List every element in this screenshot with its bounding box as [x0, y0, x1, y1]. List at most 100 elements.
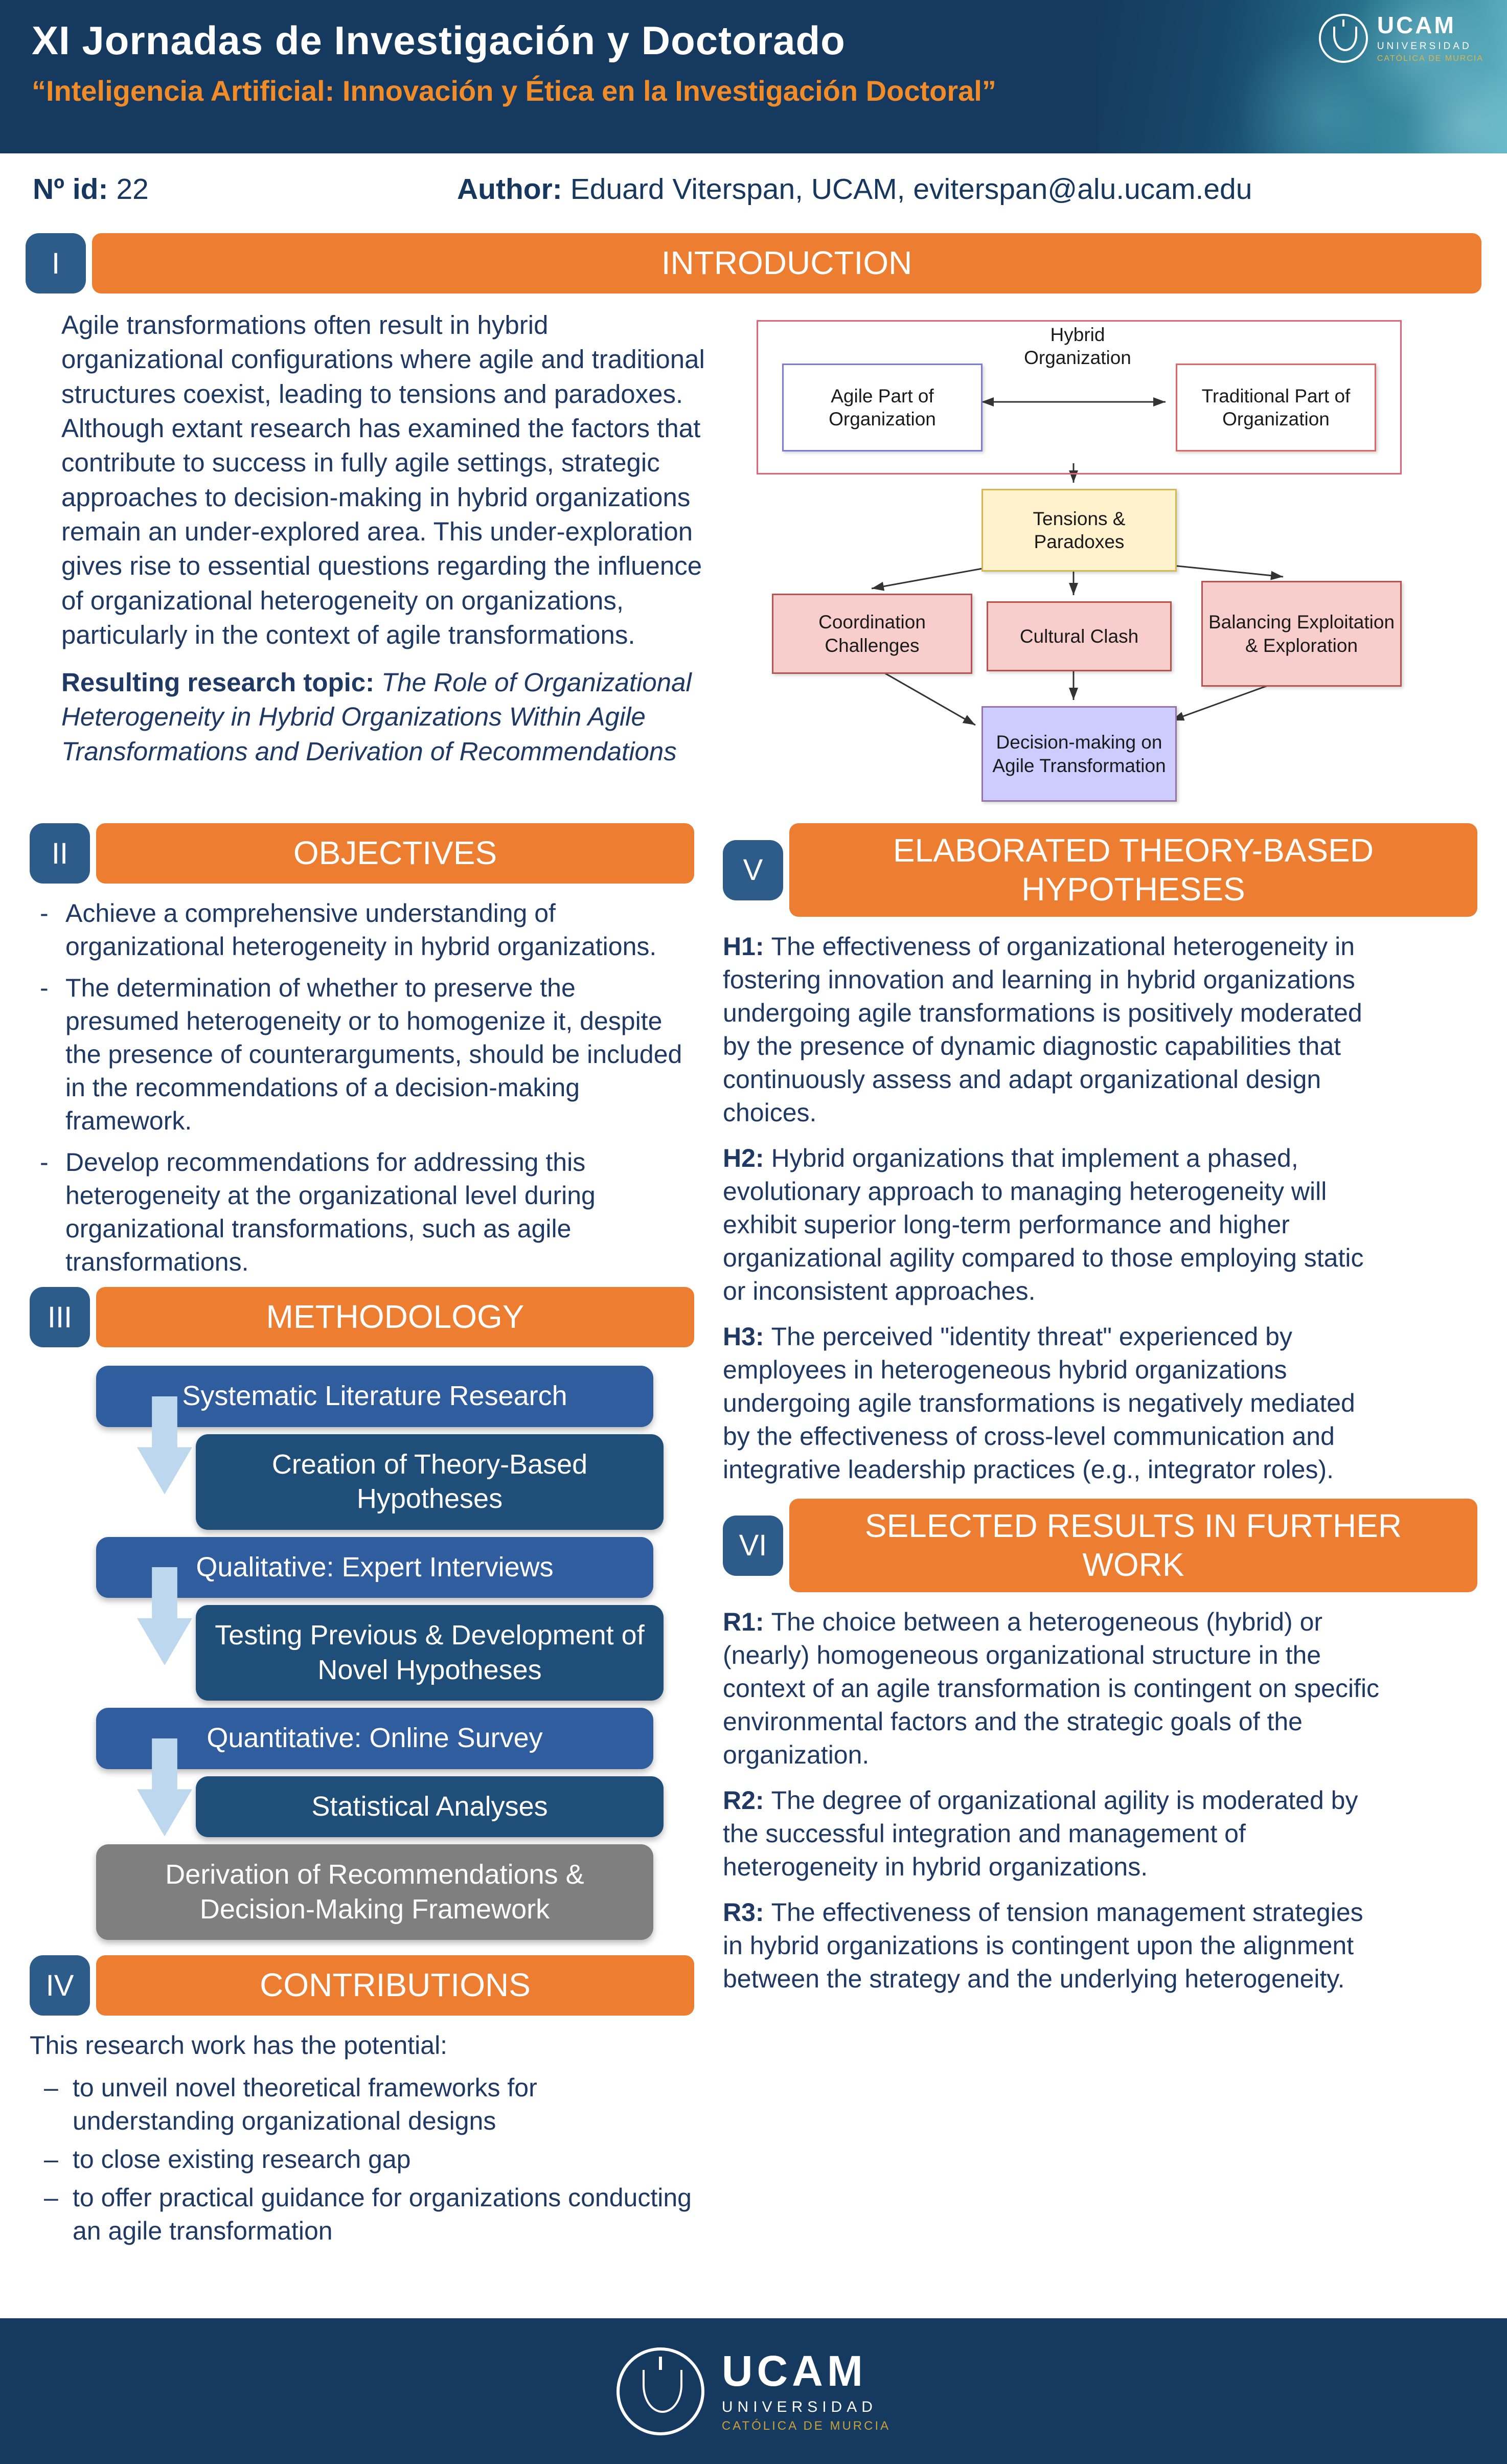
section-results-header: VI SELECTED RESULTS IN FURTHER WORK	[723, 1499, 1477, 1593]
footer: UCAM UNIVERSIDAD CATÓLICA DE MURCIA	[0, 2318, 1507, 2464]
objective-item: Develop recommendations for addressing t…	[37, 1146, 694, 1279]
ucam-emblem-icon	[616, 2347, 704, 2435]
section-contributions-header: IV CONTRIBUTIONS	[30, 1955, 694, 2016]
introduction-body: Agile transformations often result in hy…	[0, 305, 1507, 815]
methodology-flowchart: Systematic Literature Research Creation …	[96, 1366, 664, 1940]
contribution-item: to unveil novel theoretical frameworks f…	[44, 2071, 694, 2138]
hypothesis-h2: H2:Hybrid organizations that implement a…	[723, 1142, 1387, 1308]
introduction-paragraph: Agile transformations often result in hy…	[61, 310, 705, 649]
ucam-logo-name: UCAM	[721, 2346, 867, 2395]
objective-item: The determination of whether to preserve…	[37, 971, 694, 1138]
ucam-logo-line1: UNIVERSIDAD	[1377, 41, 1472, 52]
ucam-logo-line2: CATÓLICA DE MURCIA	[1377, 54, 1483, 63]
numeral-badge-ii: II	[30, 823, 90, 884]
hypothesis-h1: H1:The effectiveness of organizational h…	[723, 930, 1387, 1129]
r3-label: R3:	[723, 1898, 764, 1927]
ucam-logo-name: UCAM	[1377, 12, 1456, 38]
contribution-item: to offer practical guidance for organiza…	[44, 2181, 694, 2248]
meta-row: Nº id:22 Author:Eduard Viterspan, UCAM, …	[0, 153, 1507, 225]
section-title-methodology: METHODOLOGY	[96, 1287, 694, 1347]
h1-text: The effectiveness of organizational hete…	[723, 932, 1362, 1127]
left-column: II OBJECTIVES Achieve a comprehensive un…	[30, 815, 694, 2253]
section-title-hypotheses: ELABORATED THEORY-BASED HYPOTHESES	[789, 823, 1477, 917]
numeral-badge-iv: IV	[30, 1955, 90, 2016]
right-column: V ELABORATED THEORY-BASED HYPOTHESES H1:…	[723, 815, 1477, 2008]
numeral-badge-iii: III	[30, 1287, 90, 1347]
h2-text: Hybrid organizations that implement a ph…	[723, 1144, 1364, 1306]
r2-label: R2:	[723, 1786, 764, 1815]
content-columns: II OBJECTIVES Achieve a comprehensive un…	[0, 815, 1507, 2253]
research-topic-label: Resulting research topic:	[61, 668, 375, 697]
section-methodology-header: III METHODOLOGY	[30, 1287, 694, 1347]
h2-label: H2:	[723, 1144, 764, 1173]
result-r2: R2:The degree of organizational agility …	[723, 1784, 1387, 1884]
section-intro-header: I INTRODUCTION	[26, 233, 1481, 293]
node-tensions-paradoxes: Tensions & Paradoxes	[981, 489, 1177, 572]
result-r1: R1:The choice between a heterogeneous (h…	[723, 1606, 1387, 1772]
author-value: Eduard Viterspan, UCAM, eviterspan@alu.u…	[570, 173, 1252, 206]
hybrid-organization-diagram: Hybrid Organization Agile Part of Organi…	[741, 310, 1406, 802]
section-objectives-header: II OBJECTIVES	[30, 823, 694, 884]
objectives-list: Achieve a comprehensive understanding of…	[30, 897, 694, 1279]
ucam-logo-line1: UNIVERSIDAD	[721, 2398, 877, 2415]
id-value: 22	[116, 173, 149, 206]
author-line: Author:Eduard Viterspan, UCAM, eviterspa…	[457, 172, 1252, 206]
h3-text: The perceived "identity threat" experien…	[723, 1322, 1355, 1484]
introduction-text: Agile transformations often result in hy…	[61, 308, 705, 801]
method-step-theory-hypotheses: Creation of Theory-Based Hypotheses	[137, 1396, 664, 1530]
node-cultural-clash: Cultural Clash	[987, 601, 1172, 671]
ucam-emblem-icon	[1318, 14, 1368, 63]
method-step-literature-research: Systematic Literature Research	[96, 1366, 653, 1427]
research-topic-text: The Role of Organizational Heterogeneity…	[61, 668, 692, 766]
node-coordination-challenges: Coordination Challenges	[772, 594, 972, 674]
method-step-label: Creation of Theory-Based Hypotheses	[271, 1449, 588, 1514]
header: XI Jornadas de Investigación y Doctorado…	[0, 0, 1507, 153]
section-title-results: SELECTED RESULTS IN FURTHER WORK	[789, 1499, 1477, 1593]
node-agile-part: Agile Part of Organization	[782, 364, 983, 451]
r1-label: R1:	[723, 1608, 764, 1637]
section-title-objectives: OBJECTIVES	[96, 823, 694, 884]
method-step-online-survey: Quantitative: Online Survey	[96, 1708, 653, 1769]
hybrid-organization-frame	[757, 320, 1402, 474]
ucam-logo-line2: CATÓLICA DE MURCIA	[721, 2418, 891, 2433]
result-r3: R3:The effectiveness of tension manageme…	[723, 1896, 1387, 1996]
header-photo	[1098, 0, 1507, 153]
research-topic: Resulting research topic:The Role of Org…	[61, 665, 705, 768]
ucam-logo-text: UCAM UNIVERSIDAD CATÓLICA DE MURCIA	[1377, 13, 1483, 63]
h1-label: H1:	[723, 932, 764, 961]
ucam-logo-header: UCAM UNIVERSIDAD CATÓLICA DE MURCIA	[1318, 13, 1483, 63]
r3-text: The effectiveness of tension management …	[723, 1898, 1363, 1994]
section-hypotheses-header: V ELABORATED THEORY-BASED HYPOTHESES	[723, 823, 1477, 917]
hypothesis-h3: H3:The perceived "identity threat" exper…	[723, 1320, 1387, 1486]
node-balancing-exploitation-exploration: Balancing Exploitation & Exploration	[1201, 581, 1402, 687]
numeral-badge-v: V	[723, 840, 783, 900]
ucam-logo-footer: UCAM UNIVERSIDAD CATÓLICA DE MURCIA	[722, 2349, 890, 2433]
section-title-contributions: CONTRIBUTIONS	[96, 1955, 694, 2016]
method-step-testing-development: Testing Previous & Development of Novel …	[137, 1567, 664, 1701]
poster-subtitle: “Inteligencia Artificial: Innovación y É…	[32, 75, 996, 107]
contribution-item: to close existing research gap	[44, 2143, 694, 2176]
node-decision-making: Decision-making on Agile Transformation	[981, 706, 1177, 802]
header-text: XI Jornadas de Investigación y Doctorado…	[32, 17, 996, 107]
method-step-derivation-framework: Derivation of Recommendations & Decision…	[96, 1844, 653, 1940]
node-traditional-part: Traditional Part of Organization	[1176, 364, 1376, 451]
method-step-statistical-analyses: Statistical Analyses	[137, 1738, 664, 1837]
contributions-body: This research work has the potential: to…	[30, 2029, 694, 2248]
h3-label: H3:	[723, 1322, 764, 1351]
section-title-introduction: INTRODUCTION	[92, 233, 1481, 293]
node-hybrid-organization: Hybrid Organization	[1024, 324, 1131, 368]
objective-item: Achieve a comprehensive understanding of…	[37, 897, 694, 963]
results-body: R1:The choice between a heterogeneous (h…	[723, 1606, 1477, 1996]
hypotheses-body: H1:The effectiveness of organizational h…	[723, 930, 1477, 1486]
numeral-badge-i: I	[26, 233, 86, 293]
r1-text: The choice between a heterogeneous (hybr…	[723, 1608, 1380, 1770]
author-label: Author:	[457, 173, 562, 206]
method-step-label: Testing Previous & Development of Novel …	[215, 1620, 645, 1685]
method-step-label: Statistical Analyses	[311, 1791, 548, 1822]
contributions-lead: This research work has the potential:	[30, 2031, 448, 2060]
poster-title: XI Jornadas de Investigación y Doctorado	[32, 18, 846, 63]
numeral-badge-vi: VI	[723, 1515, 783, 1576]
id-label: Nº id:	[33, 173, 108, 206]
method-step-expert-interviews: Qualitative: Expert Interviews	[96, 1536, 653, 1598]
